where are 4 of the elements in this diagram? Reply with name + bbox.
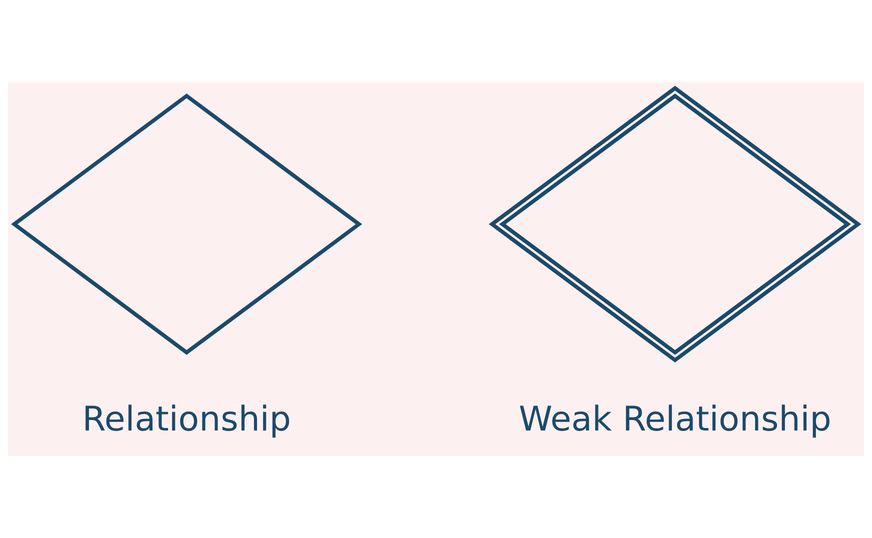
node-diamond (11, 93, 362, 355)
node-label: Relationship (82, 400, 291, 440)
node-label: Weak Relationship (518, 400, 832, 440)
node-diamond (488, 86, 862, 363)
